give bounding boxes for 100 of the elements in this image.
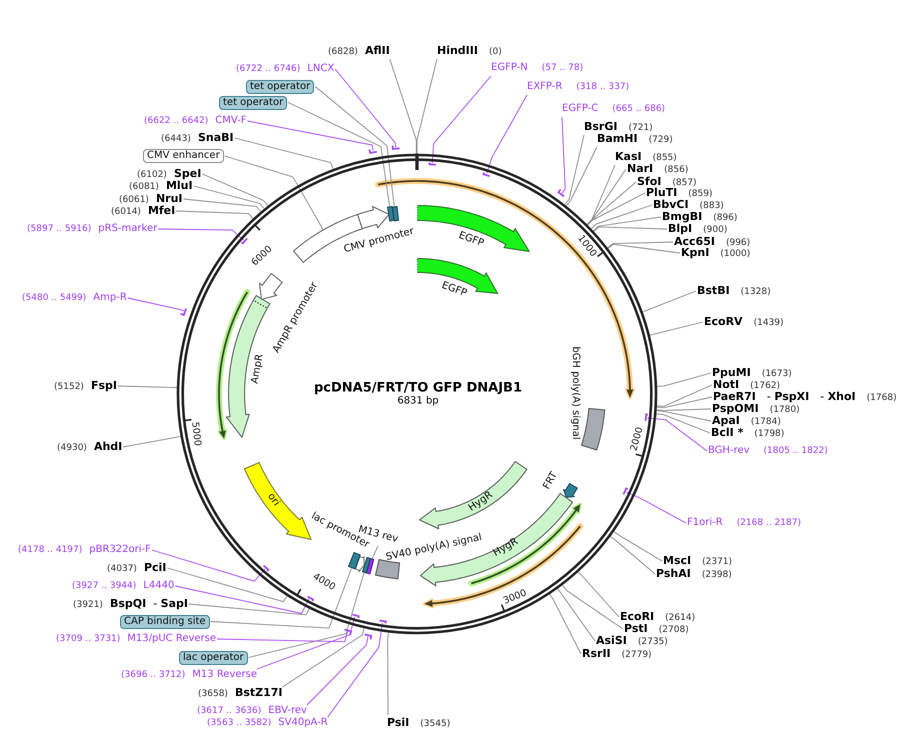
site-position: (3658) xyxy=(198,688,228,701)
leader-line xyxy=(334,68,396,148)
primer-name: F1ori-R xyxy=(687,516,723,530)
site-position: (857) xyxy=(672,177,697,188)
leader-line xyxy=(656,372,712,387)
leader-line xyxy=(586,182,636,225)
site-position: (4037) xyxy=(107,563,137,576)
leader-line xyxy=(256,616,356,670)
leader-line xyxy=(586,164,616,225)
primer-position: (665 .. 686) xyxy=(612,103,666,116)
site-position: (2708) xyxy=(658,624,689,637)
site-position: (6081) xyxy=(129,181,159,194)
primer-position: (2168 .. 2187) xyxy=(736,517,801,530)
site-position: (1673) xyxy=(762,368,792,381)
scale-label: 3000 xyxy=(501,587,528,606)
primer-position: (5897 .. 5916) xyxy=(27,223,92,236)
plasmid-name: pcDNA5/FRT/TO GFP DNAJB1 xyxy=(314,380,522,396)
enzyme-name: PluTI xyxy=(646,186,678,200)
leader-line xyxy=(234,138,334,170)
leader-line xyxy=(587,192,646,226)
leader-line xyxy=(486,94,528,174)
enzyme-name: KasI xyxy=(615,149,642,164)
leader-line xyxy=(656,410,712,422)
primer-name: LNCX xyxy=(307,62,334,76)
leader-line xyxy=(314,86,395,206)
leader-line xyxy=(590,204,652,230)
enzyme-name: - SapI xyxy=(153,596,188,612)
primer-name: EBV-rev xyxy=(268,704,307,718)
site-position: (896) xyxy=(713,212,738,225)
site-position: (3921) xyxy=(73,599,103,612)
leader-line xyxy=(656,396,712,408)
leader-line xyxy=(224,156,324,230)
enzyme-name: NruI xyxy=(156,191,182,206)
site-position: (5152) xyxy=(54,381,84,394)
enzyme-name: EcoRI xyxy=(620,609,654,624)
leader-line xyxy=(282,628,364,688)
site-position: (856) xyxy=(664,164,688,177)
primer-position: (1805 .. 1822) xyxy=(764,445,828,458)
primer-position: (6622 .. 6642) xyxy=(144,115,208,128)
primer-name: L4440 xyxy=(143,579,174,593)
site-position: (6061) xyxy=(119,194,149,207)
enzyme-name: BamHI xyxy=(597,132,638,147)
primer-name: EGFP-N xyxy=(491,61,528,75)
enzyme-name: ApaI xyxy=(712,414,740,428)
primer-name: EGFP-C xyxy=(562,102,598,116)
site-position: (1784) xyxy=(750,416,781,429)
leader-line xyxy=(564,134,584,206)
leader-line xyxy=(650,322,704,336)
leader-line xyxy=(216,631,348,642)
primer-name: M13/pUC Reverse xyxy=(127,632,216,646)
site-position: (1000) xyxy=(720,248,750,261)
leader-line xyxy=(646,417,708,452)
primer-position: (6722 .. 6746) xyxy=(236,63,300,76)
enzyme-name: PstI xyxy=(624,621,648,636)
leader-line xyxy=(176,210,254,219)
leader-line xyxy=(372,546,378,559)
enzyme-name: SpeI xyxy=(174,166,202,180)
enzyme-name: BstBI xyxy=(697,283,730,299)
scale-label: 4000 xyxy=(310,571,338,594)
leader-line xyxy=(387,632,389,716)
site-position: (0) xyxy=(488,46,502,59)
enzyme-name: NotI xyxy=(713,378,740,392)
primer-position: (57 .. 78) xyxy=(542,62,584,75)
site-position: (6014) xyxy=(111,206,141,219)
leader-line xyxy=(656,408,712,411)
primer-position: (4178 .. 4197) xyxy=(18,544,82,557)
site-position: (2371) xyxy=(702,556,732,569)
leader-line xyxy=(626,492,686,524)
leader-line xyxy=(642,290,696,312)
feature-tag: tet operator xyxy=(246,80,314,94)
leader-line xyxy=(151,550,266,582)
enzyme-name: BbvCI xyxy=(653,198,689,212)
enzyme-name: Acc65I xyxy=(674,234,715,248)
enzyme-name: KpnI xyxy=(681,246,710,261)
leader-line xyxy=(247,120,374,151)
enzyme-name: PaeR7I xyxy=(713,390,756,404)
primer-name: pRS-marker xyxy=(98,222,158,236)
site-position: (2779) xyxy=(622,649,652,662)
enzyme-name: NarI xyxy=(627,162,654,176)
feature-label: EGFP xyxy=(456,230,486,250)
site-position: (6828) xyxy=(328,46,358,59)
leader-line xyxy=(166,568,288,602)
enzyme-name: EcoRV xyxy=(704,314,743,330)
enzyme-name: BmgBI xyxy=(662,210,702,224)
enzyme-name: SnaBI xyxy=(198,130,234,146)
primer-name: pBR322ori-F xyxy=(89,543,151,557)
primer-position: (3617 .. 3636) xyxy=(197,705,262,718)
enzyme-name: - XhoI xyxy=(820,389,856,405)
primer-position: (3927 .. 3944) xyxy=(72,580,136,593)
leader-line xyxy=(656,384,712,407)
site-position: (1768) xyxy=(866,392,897,405)
leader-line xyxy=(549,594,582,654)
primer-name: BGH-rev xyxy=(708,444,750,458)
site-position: (3545) xyxy=(420,718,450,731)
enzyme-name: AflII xyxy=(364,43,390,59)
leader-line xyxy=(610,536,656,574)
feature-label: AmpR xyxy=(249,353,266,385)
enzyme-name: AhdI xyxy=(94,439,122,455)
leader-line xyxy=(248,572,364,658)
enzyme-name: - PspXI xyxy=(766,390,810,405)
